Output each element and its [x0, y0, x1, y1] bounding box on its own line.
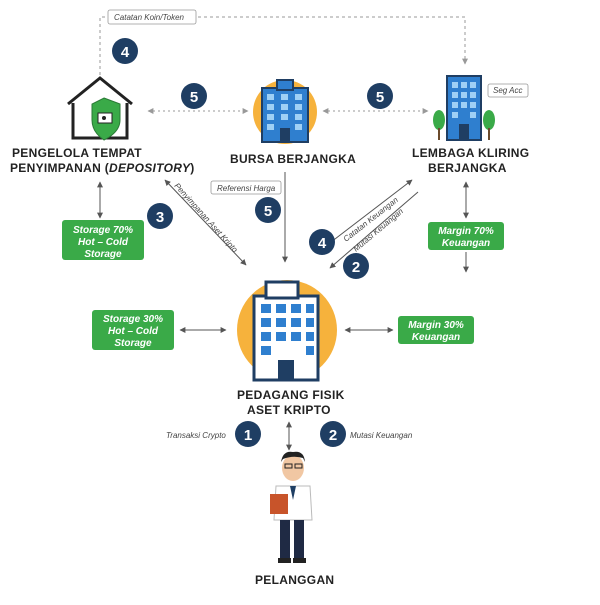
- margin70-badge: Margin 70% Keuangan: [428, 222, 504, 250]
- referensi-label: Referensi Harga: [217, 184, 276, 193]
- step-5-left: 5: [181, 83, 207, 109]
- svg-text:Storage 70%: Storage 70%: [73, 225, 133, 236]
- seg-acc-tag: Seg Acc: [493, 86, 523, 95]
- depository-label-main: PENYIMPANAN (: [10, 161, 109, 175]
- svg-text:4: 4: [318, 235, 327, 252]
- depository-label-line1: PENGELOLA TEMPAT: [12, 146, 142, 160]
- customer-label: PELANGGAN: [255, 573, 334, 587]
- top-loop-connector: Catatan Koin/Token: [99, 9, 468, 75]
- svg-text:3: 3: [156, 209, 164, 226]
- step-4-top: 4: [112, 38, 138, 64]
- depository-label-end: ): [190, 161, 194, 175]
- mutasi-bottom-label: Mutasi Keuangan: [350, 431, 413, 440]
- depository-label-em: DEPOSITORY: [109, 161, 191, 175]
- depository-trader-link: [164, 179, 247, 266]
- customer-icon: [270, 451, 313, 563]
- svg-text:Hot – Cold: Hot – Cold: [78, 237, 129, 248]
- svg-text:5: 5: [376, 89, 384, 106]
- step-2-right: 2: [343, 253, 369, 279]
- svg-text:Storage: Storage: [114, 338, 152, 349]
- svg-text:2: 2: [352, 259, 360, 276]
- svg-text:Keuangan: Keuangan: [442, 238, 490, 249]
- step-3: 3: [147, 203, 173, 229]
- svg-text:2: 2: [329, 427, 337, 444]
- svg-text:5: 5: [264, 203, 272, 220]
- exchange-icon: [253, 79, 317, 144]
- storage30-badge: Storage 30% Hot – Cold Storage: [92, 310, 174, 350]
- svg-text:4: 4: [121, 44, 130, 61]
- top-flow-label: Catatan Koin/Token: [114, 13, 185, 22]
- svg-text:1: 1: [244, 427, 252, 444]
- step-1: 1: [235, 421, 261, 447]
- clearing-icon: [433, 75, 495, 141]
- svg-text:Margin 30%: Margin 30%: [408, 320, 464, 331]
- step-5-right: 5: [367, 83, 393, 109]
- svg-text:5: 5: [190, 89, 198, 106]
- margin30-badge: Margin 30% Keuangan: [398, 316, 474, 344]
- trader-icon: [237, 280, 337, 382]
- step-5-mid: 5: [255, 197, 281, 223]
- svg-text:Margin 70%: Margin 70%: [438, 226, 494, 237]
- exchange-label: BURSA BERJANGKA: [230, 152, 356, 166]
- svg-text:Keuangan: Keuangan: [412, 332, 460, 343]
- trader-label-line2: ASET KRIPTO: [247, 403, 331, 417]
- depository-icon: [67, 76, 133, 141]
- step-2-bottom: 2: [320, 421, 346, 447]
- clearing-label-line1: LEMBAGA KLIRING: [412, 146, 529, 160]
- transaksi-label: Transaksi Crypto: [166, 431, 226, 440]
- svg-text:Storage 30%: Storage 30%: [103, 314, 163, 325]
- step-4-right: 4: [309, 229, 335, 255]
- trader-label-line1: PEDAGANG FISIK: [237, 388, 345, 402]
- svg-text:Hot – Cold: Hot – Cold: [108, 326, 159, 337]
- storage70-badge: Storage 70% Hot – Cold Storage: [62, 220, 144, 260]
- clearing-trader-link-b: [329, 191, 419, 269]
- clearing-label-line2: BERJANGKA: [428, 161, 507, 175]
- depository-label-line2: PENYIMPANAN (DEPOSITORY): [10, 161, 195, 175]
- svg-text:Storage: Storage: [84, 249, 122, 260]
